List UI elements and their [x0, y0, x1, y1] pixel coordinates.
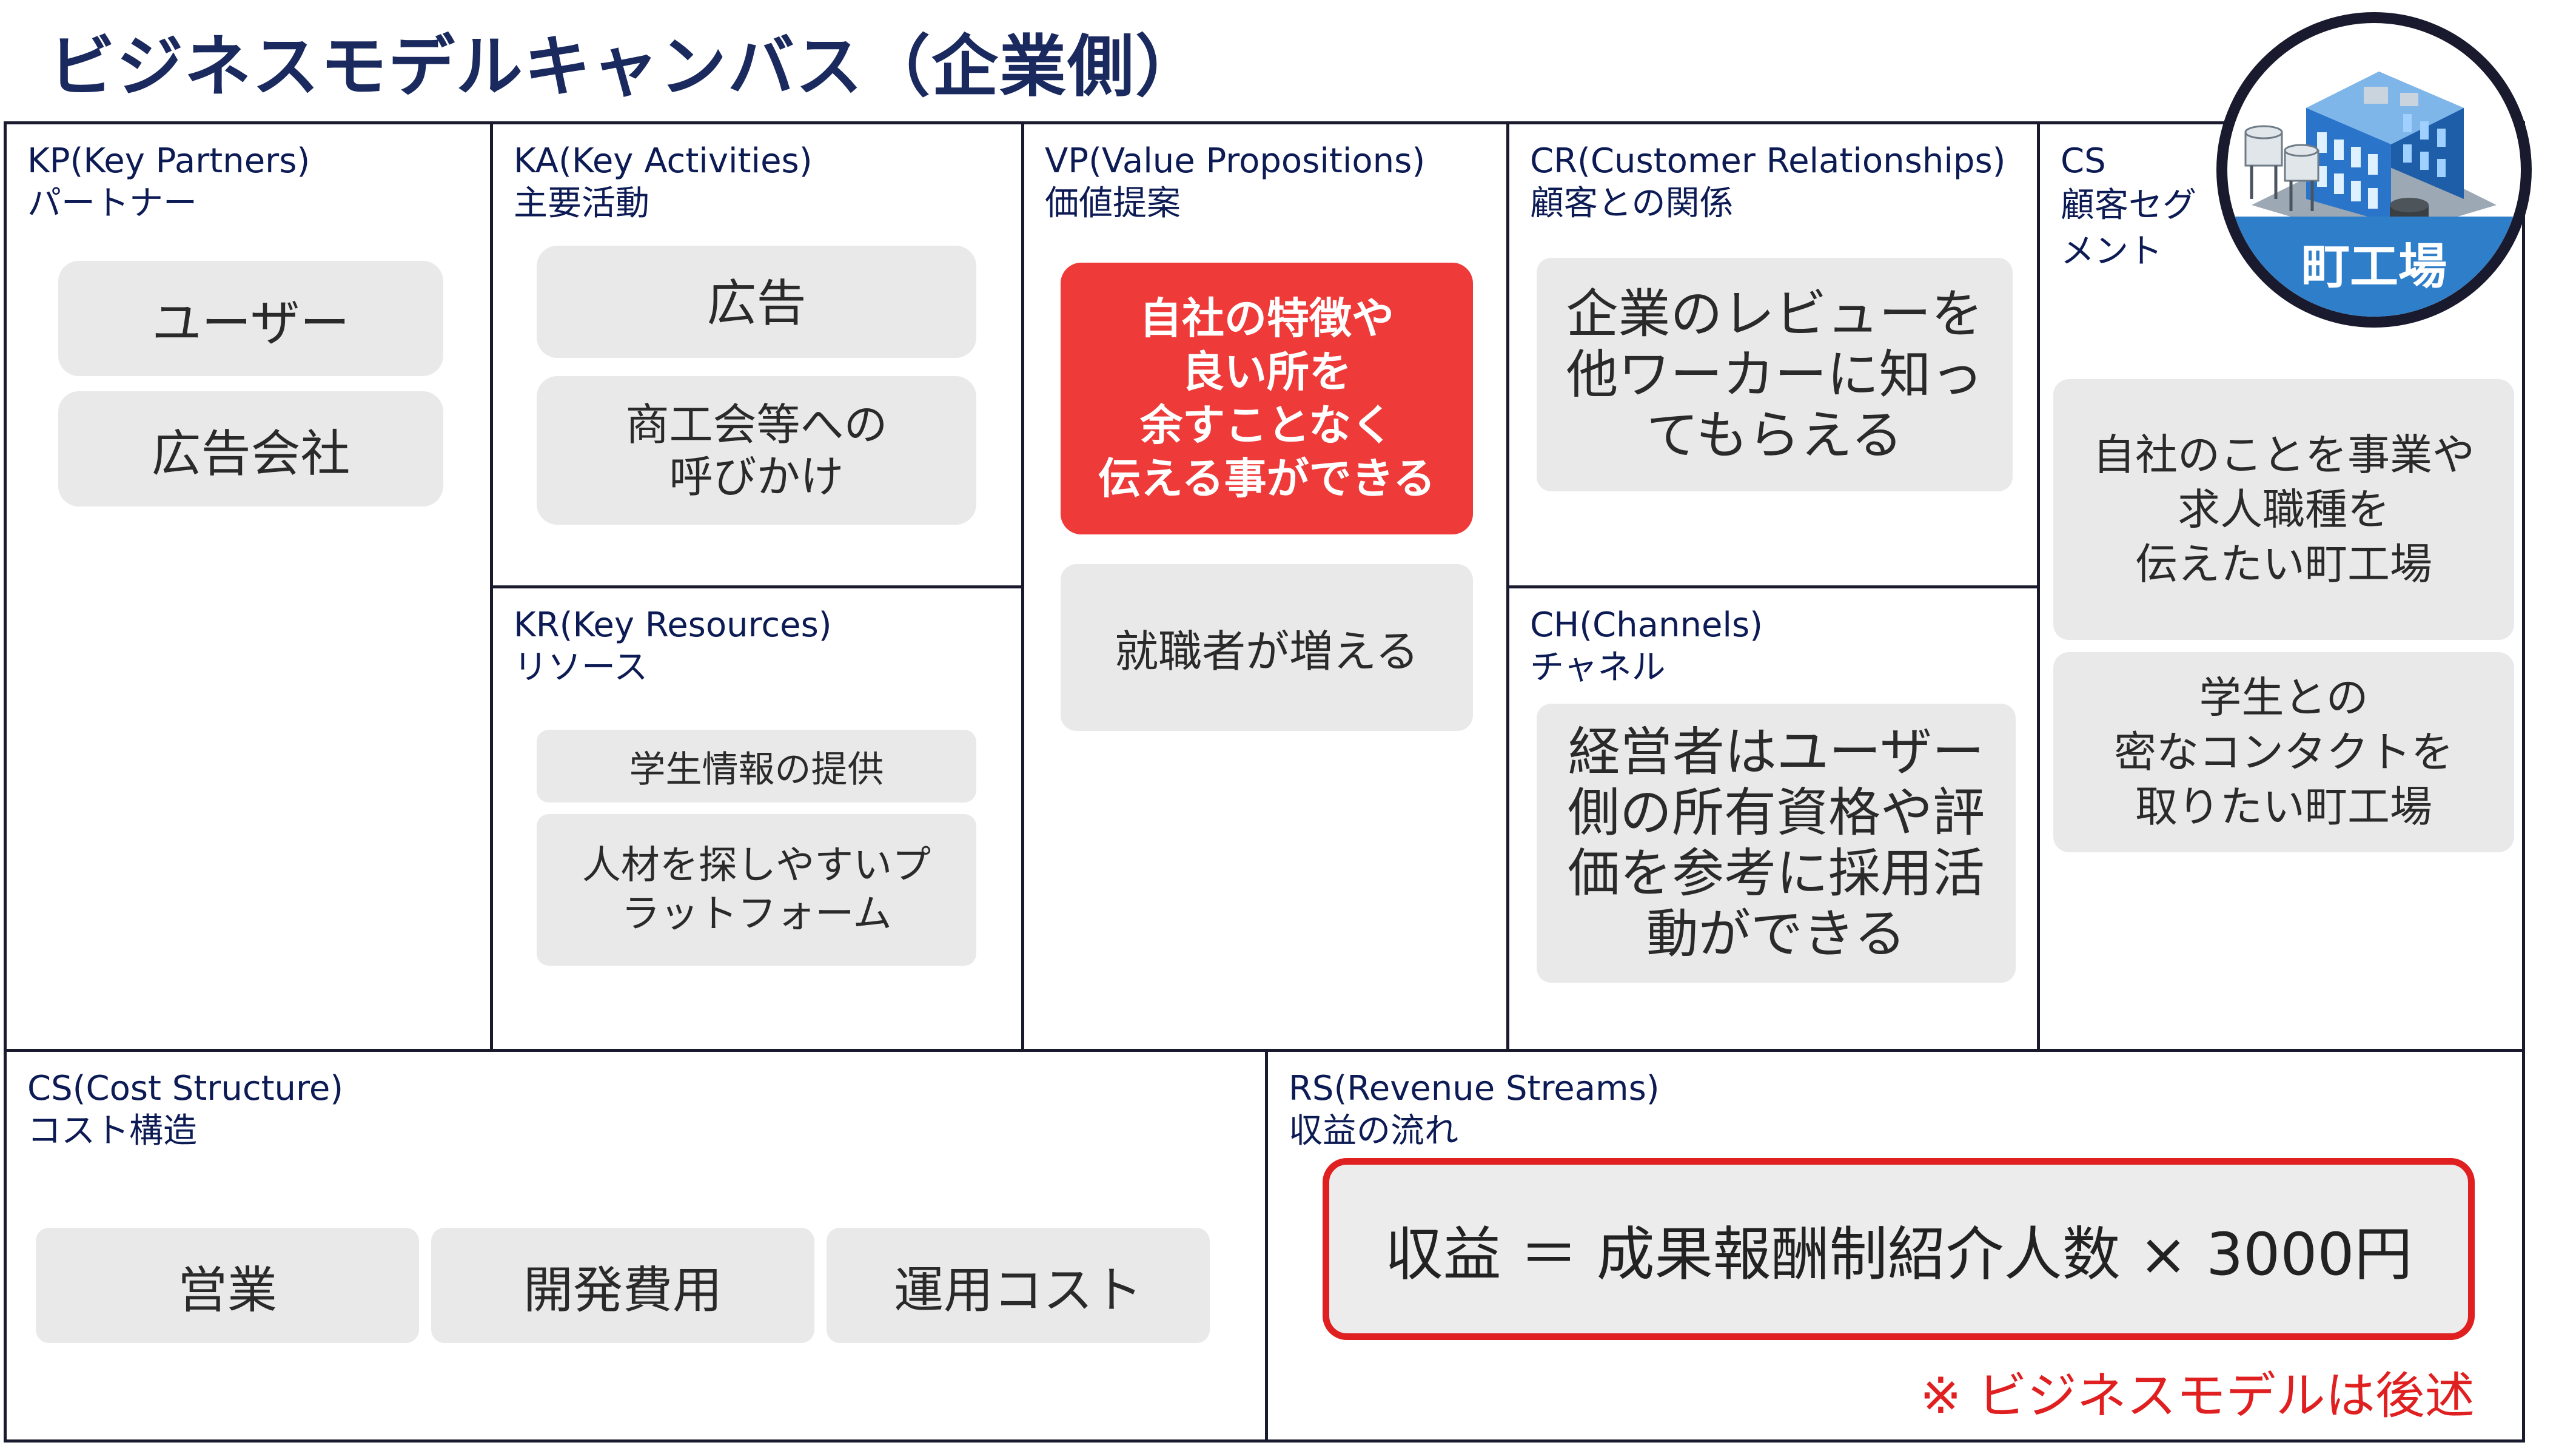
cell-header: VP(Value Propositions) 価値提案 [1045, 140, 1425, 225]
cell-subtitle: 収益の流れ [1289, 1111, 1458, 1151]
cell-key-activities: KA(Key Activities) 主要活動 広告 商工会等への 呼びかけ [490, 121, 1025, 588]
vp-highlight-box: 自社の特徴や 良い所を 余すことなく 伝える事ができる [1061, 263, 1473, 534]
ch-item-hiring-reference: 経営者はユーザー 側の所有資格や評 価を参考に採用活 動ができる [1537, 704, 2016, 983]
cell-subtitle: 顧客セグ メント [2061, 186, 2196, 271]
cell-title: CS(Cost Structure) [27, 1069, 344, 1108]
kr-item-platform: 人材を探しやすいプ ラットフォーム [537, 814, 976, 966]
cell-subtitle: 主要活動 [514, 184, 649, 223]
cell-key-partners: KP(Key Partners) パートナー ユーザー 広告会社 [4, 121, 494, 1053]
badge-label: 町工場 [2227, 217, 2521, 317]
cell-header: CS(Cost Structure) コスト構造 [27, 1068, 343, 1153]
cell-subtitle: パートナー [27, 184, 197, 223]
cell-header: KA(Key Activities) 主要活動 [514, 140, 813, 225]
cost-item-operations: 運用コスト [827, 1228, 1210, 1343]
cell-header: KP(Key Partners) パートナー [27, 140, 310, 225]
cost-item-sales: 営業 [36, 1228, 419, 1343]
cell-title: CH(Channels) [1530, 605, 1763, 645]
kr-item-student-info: 学生情報の提供 [537, 730, 976, 803]
cell-subtitle: リソース [514, 648, 648, 687]
kp-item-user: ユーザー [58, 261, 443, 376]
ka-item-chamber-outreach: 商工会等への 呼びかけ [537, 376, 976, 525]
kp-item-ad-agency: 広告会社 [58, 391, 443, 507]
cell-title: CS [2061, 141, 2106, 181]
cell-header: CH(Channels) チャネル [1530, 604, 1763, 689]
cell-cost-structure: CS(Cost Structure) コスト構造 営業 開発費用 運用コスト [4, 1049, 1269, 1443]
cs-item-factory-promote: 自社のことを事業や 求人職種を 伝えたい町工場 [2053, 379, 2514, 640]
cell-title: RS(Revenue Streams) [1289, 1069, 1660, 1108]
revenue-note: ※ ビジネスモデルは後述 [1920, 1367, 2475, 1425]
cell-header: CS 顧客セグ メント [2061, 140, 2196, 275]
cell-customer-relationships: CR(Customer Relationships) 顧客との関係 企業のレビュ… [1506, 121, 2041, 588]
page-title: ビジネスモデルキャンバス（企業側） [49, 28, 1203, 106]
factory-badge: 町工場 [2216, 12, 2532, 328]
cell-title: VP(Value Propositions) [1045, 141, 1426, 181]
cell-header: CR(Customer Relationships) 顧客との関係 [1530, 140, 2005, 225]
cell-subtitle: チャネル [1530, 648, 1666, 687]
cell-header: KR(Key Resources) リソース [514, 604, 832, 689]
cell-title: KR(Key Resources) [514, 605, 832, 645]
cost-item-development: 開発費用 [431, 1228, 814, 1343]
cell-title: KA(Key Activities) [514, 141, 813, 181]
cell-header: RS(Revenue Streams) 収益の流れ [1289, 1068, 1660, 1153]
cs-item-factory-contact: 学生との 密なコンタクトを 取りたい町工場 [2053, 652, 2514, 852]
factory-building-icon [2244, 72, 2497, 241]
cell-channels: CH(Channels) チャネル 経営者はユーザー 側の所有資格や評 価を参考… [1506, 585, 2041, 1053]
cell-value-propositions: VP(Value Propositions) 価値提案 自社の特徴や 良い所を … [1021, 121, 1510, 1053]
cell-title: KP(Key Partners) [27, 141, 310, 181]
ka-item-ads: 広告 [537, 246, 976, 358]
cell-title: CR(Customer Relationships) [1530, 141, 2006, 181]
vp-item-more-hires: 就職者が増える [1061, 564, 1473, 731]
cell-subtitle: 価値提案 [1045, 184, 1181, 223]
cell-key-resources: KR(Key Resources) リソース 学生情報の提供 人材を探しやすいプ… [490, 585, 1025, 1053]
cr-item-reviews: 企業のレビューを 他ワーカーに知っ てもらえる [1537, 258, 2013, 491]
cell-subtitle: コスト構造 [27, 1111, 197, 1151]
cell-revenue-streams: RS(Revenue Streams) 収益の流れ 収益 ＝ 成果報酬制紹介人数… [1265, 1049, 2525, 1443]
revenue-formula-box: 収益 ＝ 成果報酬制紹介人数 × 3000円 [1323, 1158, 2475, 1340]
cell-subtitle: 顧客との関係 [1530, 184, 1734, 223]
